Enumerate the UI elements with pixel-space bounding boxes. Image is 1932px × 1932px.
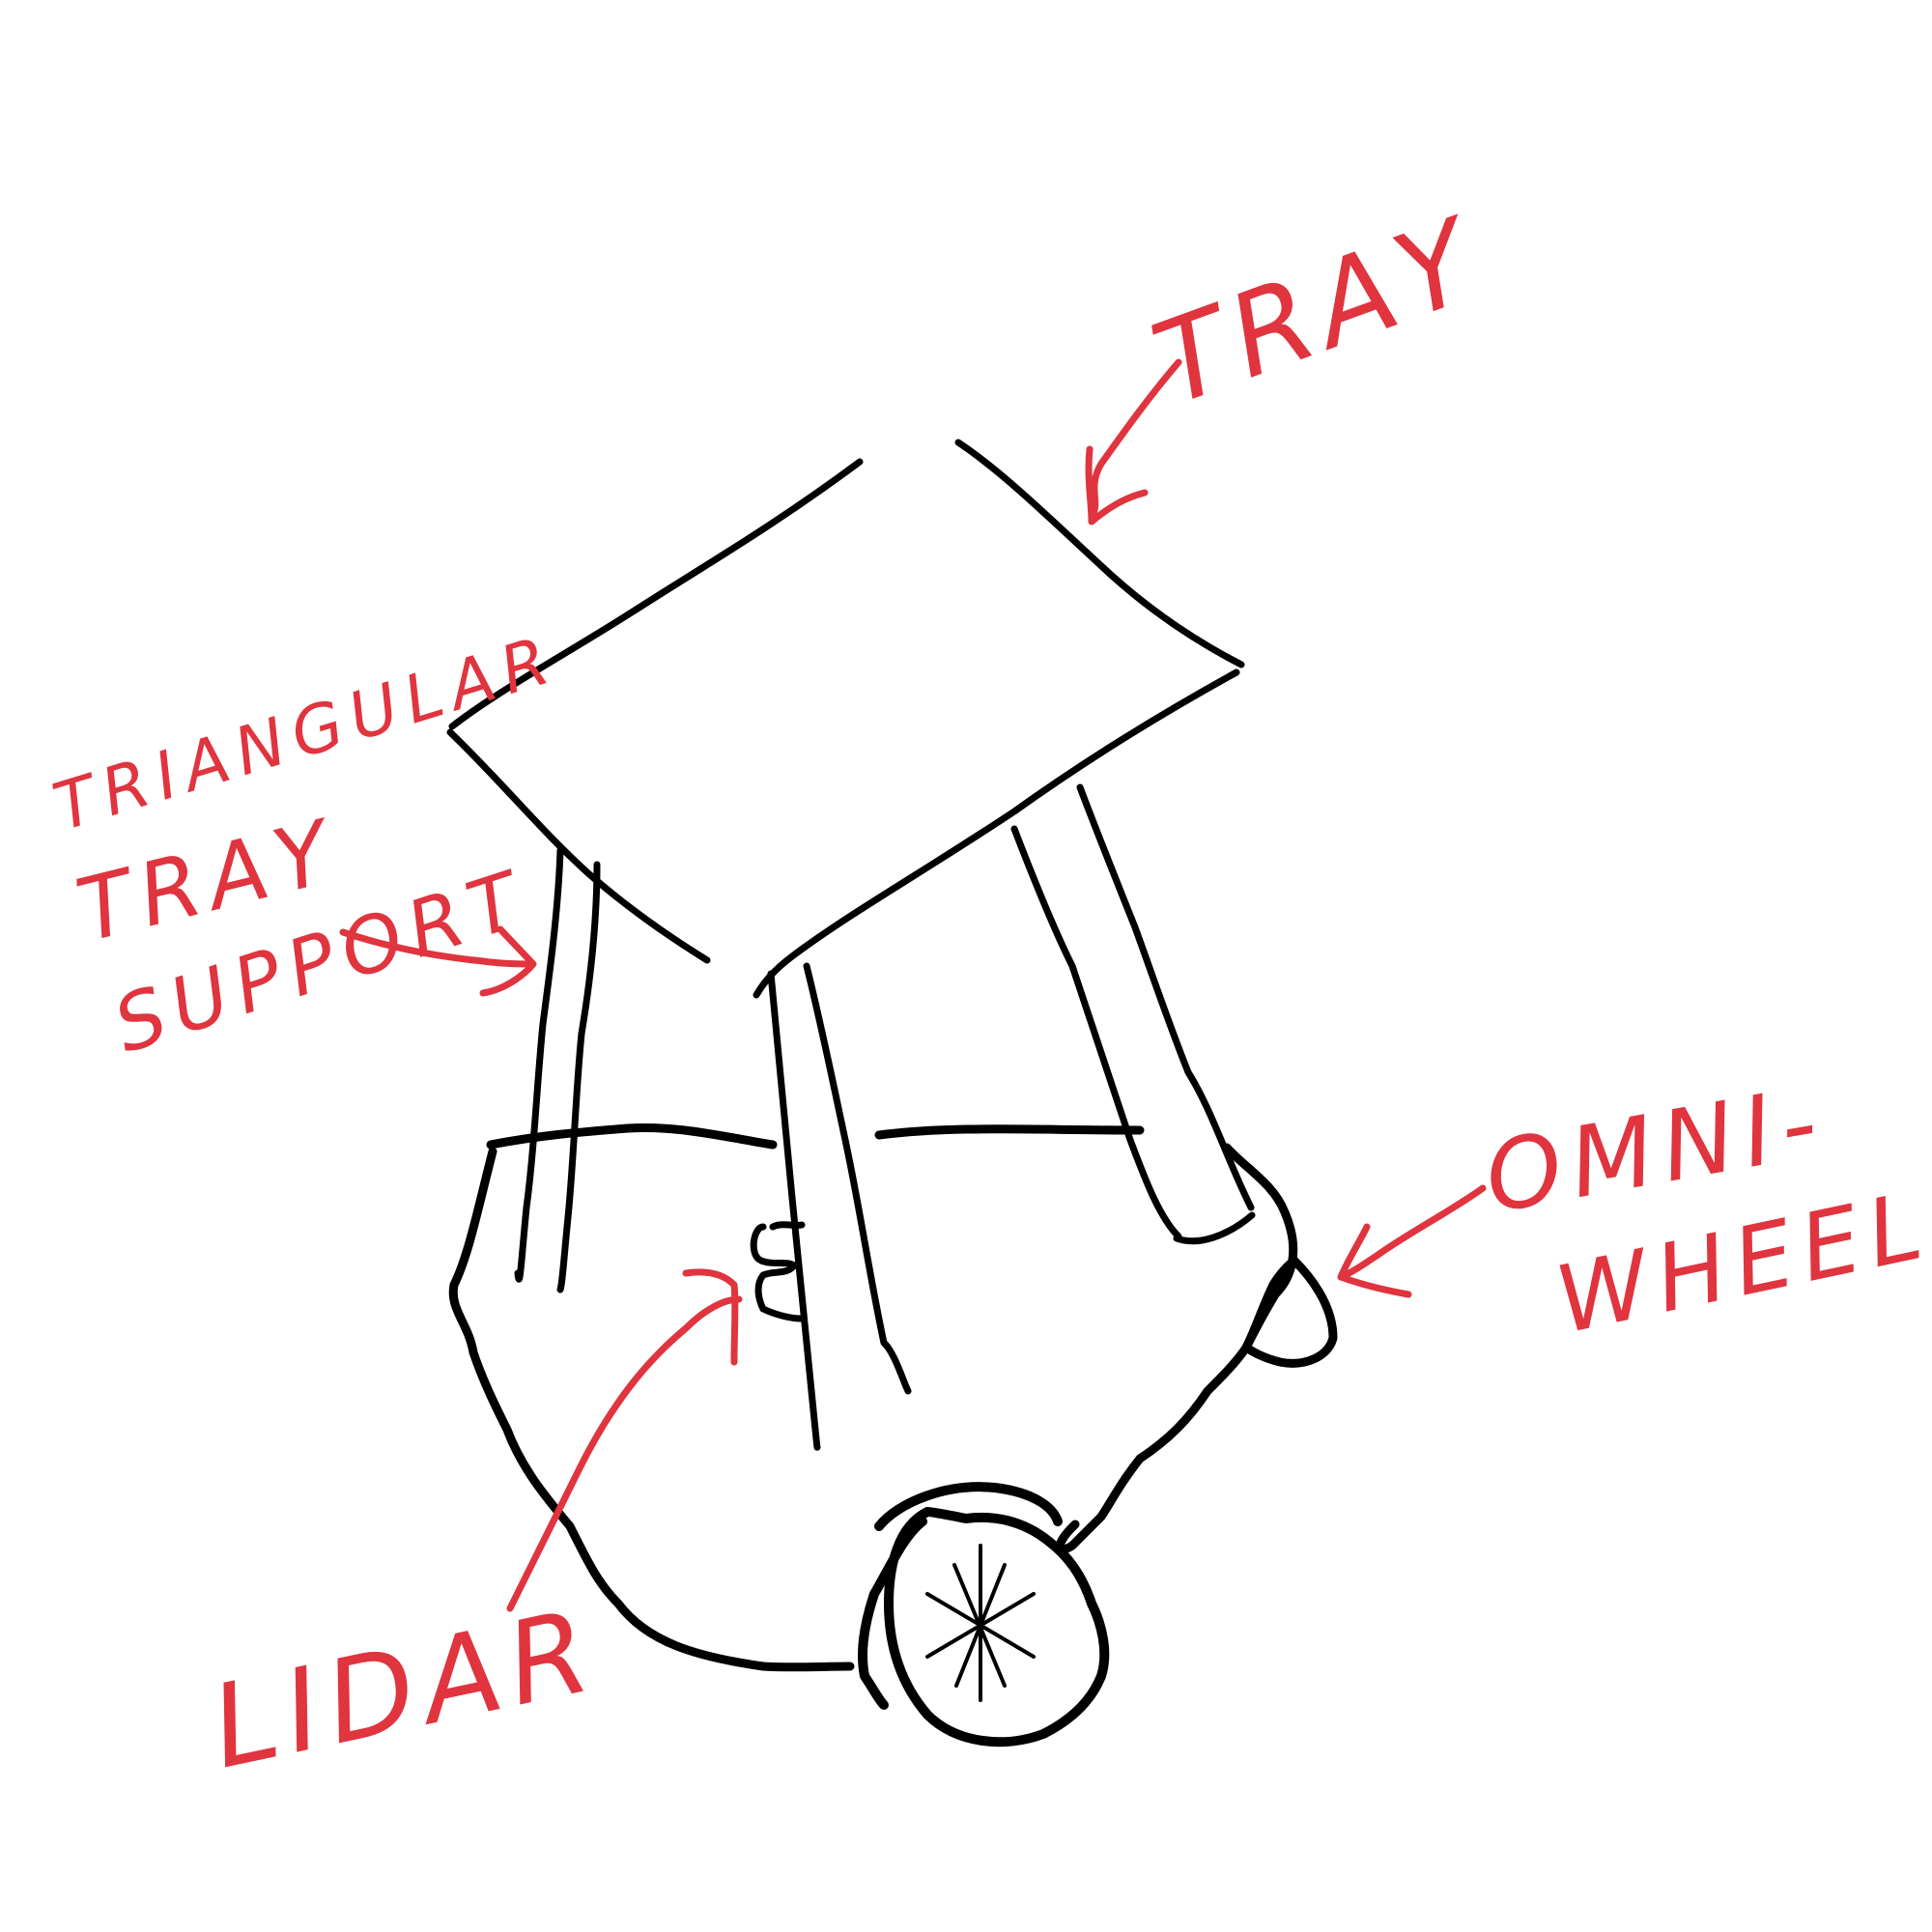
annotation-labels: TRAY TRIANGULAR TRAY SUPPORT OMNI- WHEEL… xyxy=(45,191,1932,1794)
tray-shape xyxy=(450,442,1241,995)
annotation-arrows xyxy=(343,362,1483,1608)
tray-support-legs xyxy=(518,787,1252,1447)
lidar-bracket-top xyxy=(773,1225,802,1227)
base-body-right-outline xyxy=(1060,1148,1293,1549)
label-tray: TRAY xyxy=(1137,191,1497,431)
front-wheel xyxy=(863,1487,1104,1742)
tray-right-back-edge xyxy=(958,442,1241,665)
robot-drawing xyxy=(450,442,1333,1742)
front-wheel-spokes xyxy=(927,1546,1034,1700)
lidar-arrow-shaft xyxy=(510,1299,739,1608)
base-body-outline xyxy=(453,1151,850,1667)
label-lidar: LIDAR xyxy=(200,1582,610,1794)
support-leg-left-inner xyxy=(560,865,597,1290)
tray-front-right-edge xyxy=(756,672,1236,995)
support-leg-middle-left xyxy=(771,974,817,1447)
support-leg-right-inner xyxy=(1014,829,1179,1236)
base-rim-right xyxy=(879,1129,1140,1135)
support-leg-right-foot xyxy=(1177,1215,1252,1241)
support-leg-middle-right xyxy=(807,966,908,1391)
